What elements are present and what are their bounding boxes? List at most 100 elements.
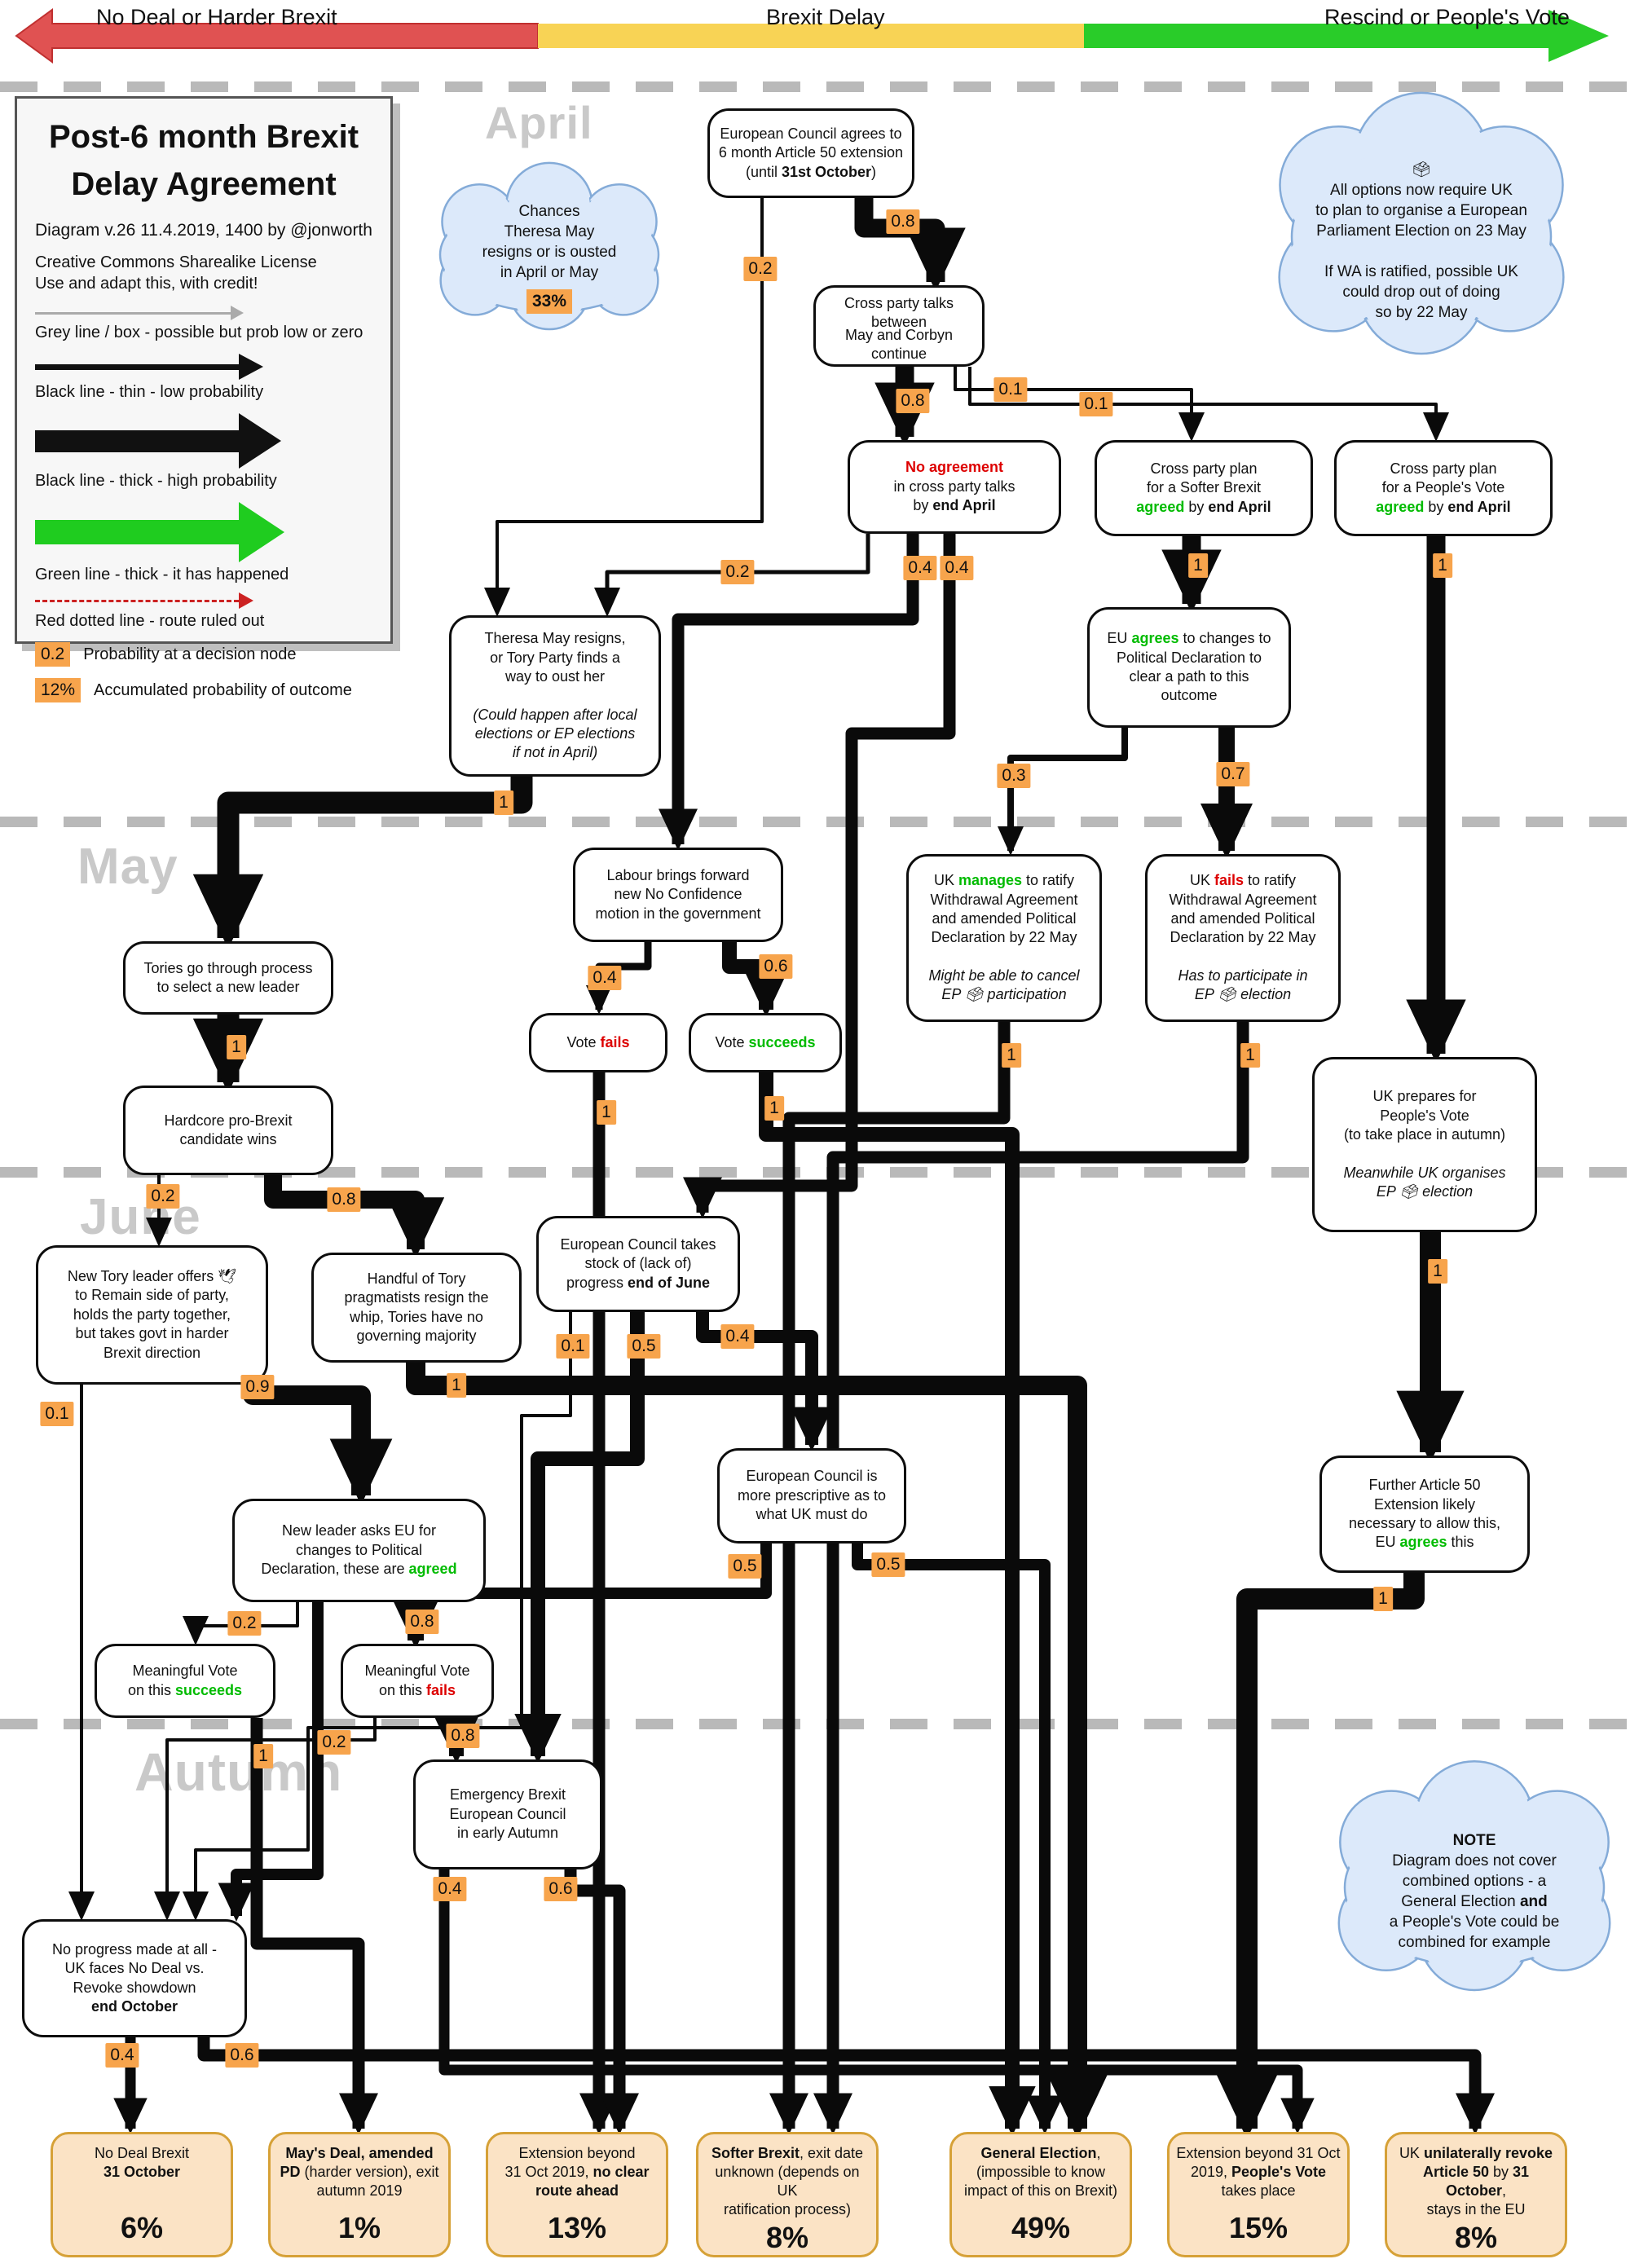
prob-chip-newleader-to-askseu: 0.9 xyxy=(240,1375,275,1399)
node-may_resigns: Theresa May resigns,or Tory Party finds … xyxy=(449,615,661,777)
text-line: Meanwhile UK organises xyxy=(1343,1164,1506,1181)
prob-chip-votesucceeds-to-ge: 1 xyxy=(764,1096,784,1121)
text-line: motion in the government xyxy=(595,905,761,922)
text-line: on this fails xyxy=(378,1681,456,1698)
outcome-o_pv_extension: Extension beyond 31 Oct 2019, People's Vo… xyxy=(1167,2132,1350,2257)
text-line: stays in the EU xyxy=(1426,2201,1526,2218)
text-line: impact of this on Brexit) xyxy=(963,2182,1118,2200)
legend-outcome-chip-row: 12% Accumulated probability of outcome xyxy=(35,678,372,702)
text-line: Might be able to cancel xyxy=(928,967,1080,984)
text-line: Extension beyond 31 Oct xyxy=(1176,2145,1341,2161)
text-line: a People's Vote could be xyxy=(1389,1913,1560,1931)
spectrum-arrow-bar xyxy=(15,8,1609,64)
text-line: Cross party talks between xyxy=(844,295,954,331)
text-line: to select a new leader xyxy=(156,979,300,995)
prob-chip-ec-to-talks: 0.8 xyxy=(886,209,920,234)
text-line: holds the party together, xyxy=(73,1306,231,1323)
text-line: Cross party plan xyxy=(1390,460,1497,477)
text-line: Softer Brexit, exit date xyxy=(711,2145,864,2161)
cloud-chip-may-resign-chance: 33% xyxy=(526,289,573,315)
outcome-probability: 1% xyxy=(337,2210,381,2244)
text-line xyxy=(1002,948,1006,967)
topbar-left-label: No Deal or Harder Brexit xyxy=(96,5,337,29)
text-line: but takes govt in harder xyxy=(75,1325,229,1342)
outcome-probability: 13% xyxy=(547,2210,607,2244)
text-line: European Council takes xyxy=(560,1235,716,1253)
prob-chip-hardcore-to-newleader: 0.2 xyxy=(146,1184,180,1209)
outcome-probability: 49% xyxy=(1011,2210,1071,2244)
prob-chip-emergency-to-extension: 0.6 xyxy=(544,1877,578,1901)
text-line: Theresa May resigns, xyxy=(484,630,626,647)
text-line: Hardcore pro-Brexit xyxy=(164,1112,293,1129)
text-line: 2019, People's Vote xyxy=(1190,2164,1326,2181)
legend-prob-caption: Probability at a decision node xyxy=(83,645,297,663)
season-separator-0 xyxy=(0,81,1630,92)
prob-chip-mvfails-to-emergency: 0.8 xyxy=(446,1724,480,1748)
month-label-june: June xyxy=(80,1189,201,1245)
green-right-arrow xyxy=(1084,10,1609,62)
node-vote_fails: Vote fails xyxy=(529,1013,667,1072)
prob-chip-ec-to-resigns: 0.2 xyxy=(743,257,778,281)
text-line: No progress made at all - xyxy=(51,1940,218,1958)
text-line: way to oust her xyxy=(504,667,606,685)
text-line: candidate wins xyxy=(179,1131,277,1147)
node-no_progress: No progress made at all - UK faces No Dea… xyxy=(22,1919,247,2037)
text-line: 6 month Article 50 extension xyxy=(718,144,904,161)
topbar-center-label: Brexit Delay xyxy=(766,5,885,29)
outcome-probability: 8% xyxy=(765,2221,809,2255)
text-line: Labour brings forward xyxy=(606,866,750,883)
text-line: No Deal Brexit xyxy=(94,2145,190,2161)
edge-eupd-to-manages xyxy=(998,728,1128,856)
prob-chip-prepares-to-further: 1 xyxy=(1428,1259,1447,1284)
prob-chip-noprogress-to-revoke: 0.6 xyxy=(225,2043,259,2068)
text-line: UK faces No Deal vs. xyxy=(64,1960,205,1977)
text-line: Further Article 50 xyxy=(1368,1477,1481,1494)
text-line: May and Corbyn continue xyxy=(844,327,954,363)
text-line: All options now require UK xyxy=(1330,181,1513,199)
text-line: 🗳 xyxy=(1411,161,1432,178)
text-line xyxy=(1422,1145,1426,1164)
edge-newleader-to-askseu xyxy=(243,1385,393,1505)
season-separator-3 xyxy=(0,1719,1630,1729)
text-line: May's Deal, amended xyxy=(285,2145,434,2161)
edge-noprogress-to-revoke xyxy=(197,2037,1496,2135)
legend-outcome-chip: 12% xyxy=(35,678,82,702)
edge-stock-to-emergency xyxy=(514,1312,645,1764)
edge-emergency-to-pvextension xyxy=(438,1869,1315,2134)
title-line-2: Delay Agreement xyxy=(71,166,337,202)
grey-arrow-sample xyxy=(35,306,372,320)
edge-hardcore-to-handful xyxy=(264,1175,445,1258)
outcome-probability: 15% xyxy=(1228,2210,1289,2244)
text-line xyxy=(1419,241,1423,262)
text-line: New Tory leader offers 🕊 xyxy=(67,1268,237,1285)
edge-votesucceeds-to-ge xyxy=(759,1072,1036,2136)
text-line: autumn 2019 xyxy=(316,2182,403,2200)
text-line: governing majority xyxy=(356,1327,477,1344)
prob-chip-failsratify-to-softer: 1 xyxy=(1240,1043,1260,1068)
month-label-may: May xyxy=(77,839,178,895)
topbar-right-label: Rescind or People's Vote xyxy=(1324,5,1570,29)
text-line: European Council xyxy=(449,1805,566,1822)
legend-panel: Post-6 month Brexit Delay Agreement Diag… xyxy=(15,96,393,702)
text-line: resigns or is ousted xyxy=(482,244,617,261)
prob-chip-ncm-to-votefails: 0.4 xyxy=(588,966,622,990)
prob-chip-resigns-to-select: 1 xyxy=(494,790,513,815)
text-line: Cross party plan xyxy=(1150,460,1258,477)
node-hardcore_wins: Hardcore pro-Brexit candidate wins xyxy=(123,1086,333,1175)
